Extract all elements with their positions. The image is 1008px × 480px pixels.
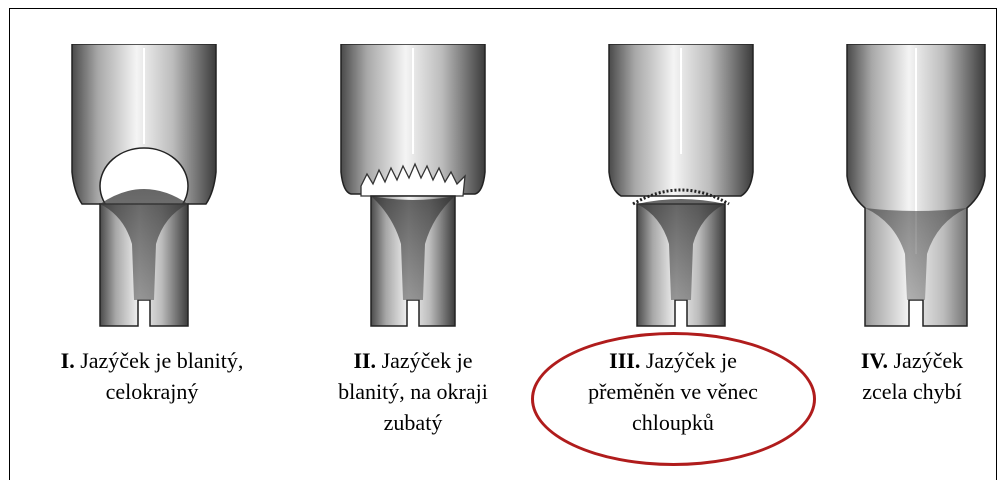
- caption-2: II. Jazýček je blanitý, na okraji zubatý: [303, 345, 523, 438]
- leaf-sheath-figure-3: [601, 44, 761, 336]
- caption-4-line-1: IV. Jazýček: [826, 345, 998, 376]
- caption-1-line-2: celokrajný: [22, 376, 282, 407]
- caption-2-line-1: II. Jazýček je: [303, 345, 523, 376]
- caption-1-line-1: I. Jazýček je blanitý,: [22, 345, 282, 376]
- caption-2-line-2: blanitý, na okraji: [303, 376, 523, 407]
- caption-2-numeral: II.: [353, 348, 376, 373]
- caption-4: IV. Jazýček zcela chybí: [826, 345, 998, 407]
- highlight-ellipse: [531, 332, 816, 466]
- caption-2-line-3: zubatý: [303, 407, 523, 438]
- leaf-sheath-figure-2: [333, 44, 493, 336]
- leaf-sheath-figure-1: [64, 44, 224, 336]
- caption-4-line-2: zcela chybí: [826, 376, 998, 407]
- leaf-sheath-figure-4: [841, 44, 991, 336]
- caption-1: I. Jazýček je blanitý, celokrajný: [22, 345, 282, 407]
- caption-1-numeral: I.: [61, 348, 75, 373]
- caption-4-numeral: IV.: [861, 348, 888, 373]
